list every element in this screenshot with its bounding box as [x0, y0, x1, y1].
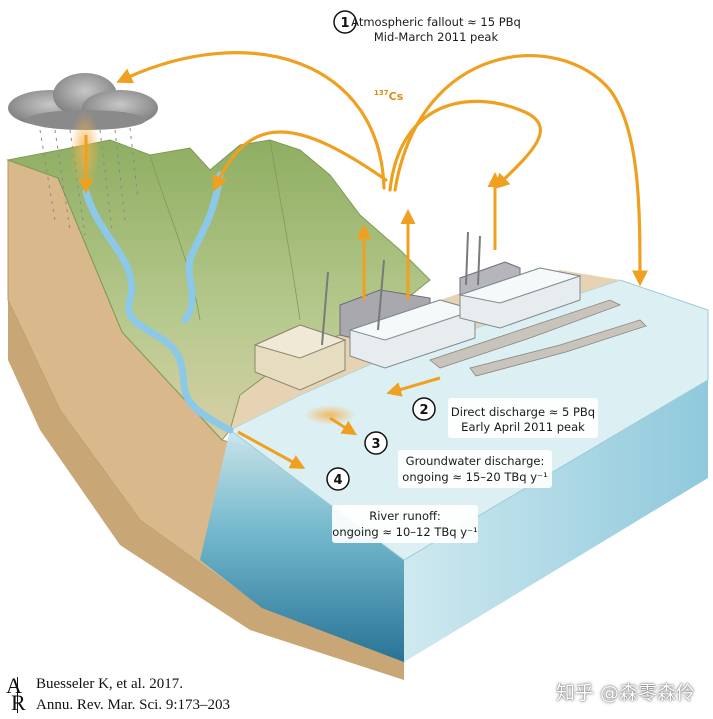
ocean-side-face — [404, 380, 708, 662]
callout-atmospheric-fallout: 1 Atmospheric fallout ≈ 15 PBq Mid-March… — [333, 10, 521, 44]
green-hills — [6, 139, 431, 441]
callout-line1: Atmospheric fallout ≈ 15 PBq — [351, 15, 521, 29]
citation-authors: Buesseler K, et al. 2017. — [36, 676, 184, 692]
hill-ridge-line-2 — [269, 139, 301, 321]
isotope-label: 137Cs — [374, 89, 404, 103]
river — [82, 171, 234, 434]
breakwater-2 — [469, 319, 647, 377]
isotope-mass: 137 — [374, 89, 389, 97]
callout-line2: ongoing ≈ 10–12 TBq y⁻¹ — [332, 525, 477, 539]
callout-line1: Direct discharge ≈ 5 PBq — [451, 405, 595, 419]
watermark: 知乎 @森零森伶 — [555, 682, 695, 704]
breakwater — [429, 299, 622, 369]
fallout-arrows — [116, 51, 648, 287]
callout-number: 1 — [340, 16, 349, 31]
callout-line2: Early April 2011 peak — [461, 420, 585, 434]
isotope-symbol: Cs — [389, 90, 404, 103]
callout-number: 3 — [371, 437, 380, 452]
callout-groundwater-discharge: 3 Groundwater discharge: ongoing ≈ 15–20… — [364, 431, 552, 488]
callout-direct-discharge: 2 Direct discharge ≈ 5 PBq Early April 2… — [412, 397, 598, 438]
callout-number: 4 — [333, 473, 342, 488]
callout-line2: ongoing ≈ 15–20 TBq y⁻¹ — [402, 470, 547, 484]
hill-ridge-line — [149, 154, 201, 321]
release-plumes — [356, 172, 503, 300]
callout-river-runoff: 4 River runoff: ongoing ≈ 10–12 TBq y⁻¹ — [326, 467, 478, 543]
river-runoff-arrow — [237, 430, 306, 469]
citation-journal: Annu. Rev. Mar. Sci. 9:173–203 — [36, 697, 231, 713]
callout-line1: Groundwater discharge: — [406, 454, 545, 468]
discharge-glow — [304, 405, 356, 425]
power-plant — [253, 231, 582, 391]
ocean-front-face — [200, 430, 404, 662]
callout-line1: River runoff: — [369, 509, 441, 523]
callout-line2: Mid-March 2011 peak — [374, 30, 499, 44]
callout-number: 2 — [419, 403, 428, 418]
groundwater-arrow — [329, 416, 358, 436]
land-sediment-band — [8, 300, 404, 680]
direct-discharge-arrow — [386, 376, 441, 397]
